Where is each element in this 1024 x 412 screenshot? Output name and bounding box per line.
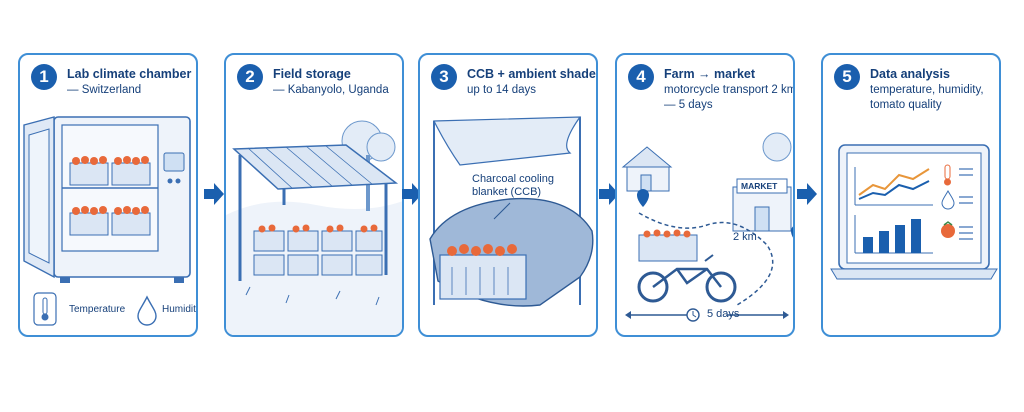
step-5-title: Data analysis xyxy=(870,67,950,81)
climate-chamber-illustration xyxy=(23,116,191,326)
step-1-panel: 1 Lab climate chamber — Switzerland xyxy=(18,53,198,337)
step-2-badge: 2 xyxy=(237,64,263,90)
map-pin-icon xyxy=(791,226,793,238)
step-3-badge: 3 xyxy=(431,64,457,90)
step-4-badge: 4 xyxy=(628,64,654,90)
step-4-panel: 4 Farm → market motorcycle transport 2 k… xyxy=(615,53,795,337)
arrow-right-icon xyxy=(797,183,817,205)
humidity-label: Humidity xyxy=(162,304,198,315)
map-pin-icon xyxy=(637,189,649,207)
arrow-right-icon xyxy=(599,183,619,205)
ccb-callout-line-2: blanket (CCB) xyxy=(472,186,542,198)
step-3-title: CCB + ambient shade xyxy=(467,67,596,81)
step-1-title: Lab climate chamber xyxy=(67,67,192,81)
temperature-label: Temperature xyxy=(69,304,126,315)
ccb-callout-line-1: Charcoal cooling xyxy=(472,173,554,185)
step-2-panel: 2 Field storage — Kabanyolo, Uganda xyxy=(224,53,404,337)
arrow-right-icon xyxy=(204,183,224,205)
step-4-title: Farm → market xyxy=(664,67,756,81)
step-5-panel: 5 Data analysis temperature, humidity, t… xyxy=(821,53,1001,337)
arrow-right-icon xyxy=(402,183,422,205)
step-3-panel: 3 CCB + ambient shade up to 14 days Char… xyxy=(418,53,598,337)
step-2-subtitle: — Kabanyolo, Uganda xyxy=(273,84,389,96)
farm-market-illustration xyxy=(621,132,793,322)
step-5-badge: 5 xyxy=(834,64,860,90)
step-1-badge: 1 xyxy=(31,64,57,90)
thermometer-icon xyxy=(33,292,57,326)
step-1-subtitle: — Switzerland xyxy=(67,84,142,96)
droplet-icon xyxy=(941,189,955,210)
market-sign: MARKET xyxy=(741,181,778,191)
droplet-icon xyxy=(137,295,157,326)
field-storage-illustration xyxy=(226,120,402,335)
duration-label: 5 days xyxy=(707,308,740,320)
step-4-subtitle-line-2: — 5 days xyxy=(664,99,713,111)
step-5-subtitle-line-1: temperature, humidity, xyxy=(870,84,984,96)
ccb-shade-illustration xyxy=(429,116,594,307)
laptop-analysis-illustration xyxy=(830,144,998,280)
tomato-icon xyxy=(941,224,955,238)
step-4-subtitle-line-1: motorcycle transport 2 km xyxy=(664,84,795,96)
ccb-callout: Charcoal cooling blanket (CCB) xyxy=(472,173,554,199)
step-5-subtitle-line-2: tomato quality xyxy=(870,99,942,111)
step-2-title: Field storage xyxy=(273,67,351,81)
distance-label: 2 km xyxy=(733,231,757,243)
step-3-subtitle: up to 14 days xyxy=(467,84,537,96)
